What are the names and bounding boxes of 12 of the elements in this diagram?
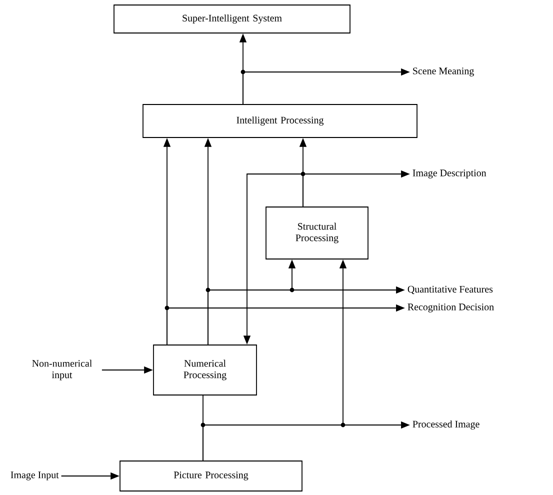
output-label: Recognition Decision bbox=[408, 304, 494, 312]
output-label: Quantitative Features bbox=[408, 286, 493, 294]
output-label: Image Description bbox=[412, 170, 486, 178]
process-box: Structural Processing bbox=[266, 206, 368, 260]
input-label: Non-numerical input bbox=[32, 360, 92, 380]
process-box: Numerical Processing bbox=[153, 344, 257, 396]
process-box: Super-Intelligent System bbox=[114, 4, 350, 34]
output-label: Processed Image bbox=[412, 420, 480, 430]
process-box: Intelligent Processing bbox=[142, 104, 418, 138]
output-label: Image Input bbox=[10, 472, 59, 480]
output-label: Scene Meaning bbox=[413, 68, 474, 76]
process-box: Picture Processing bbox=[120, 460, 302, 492]
